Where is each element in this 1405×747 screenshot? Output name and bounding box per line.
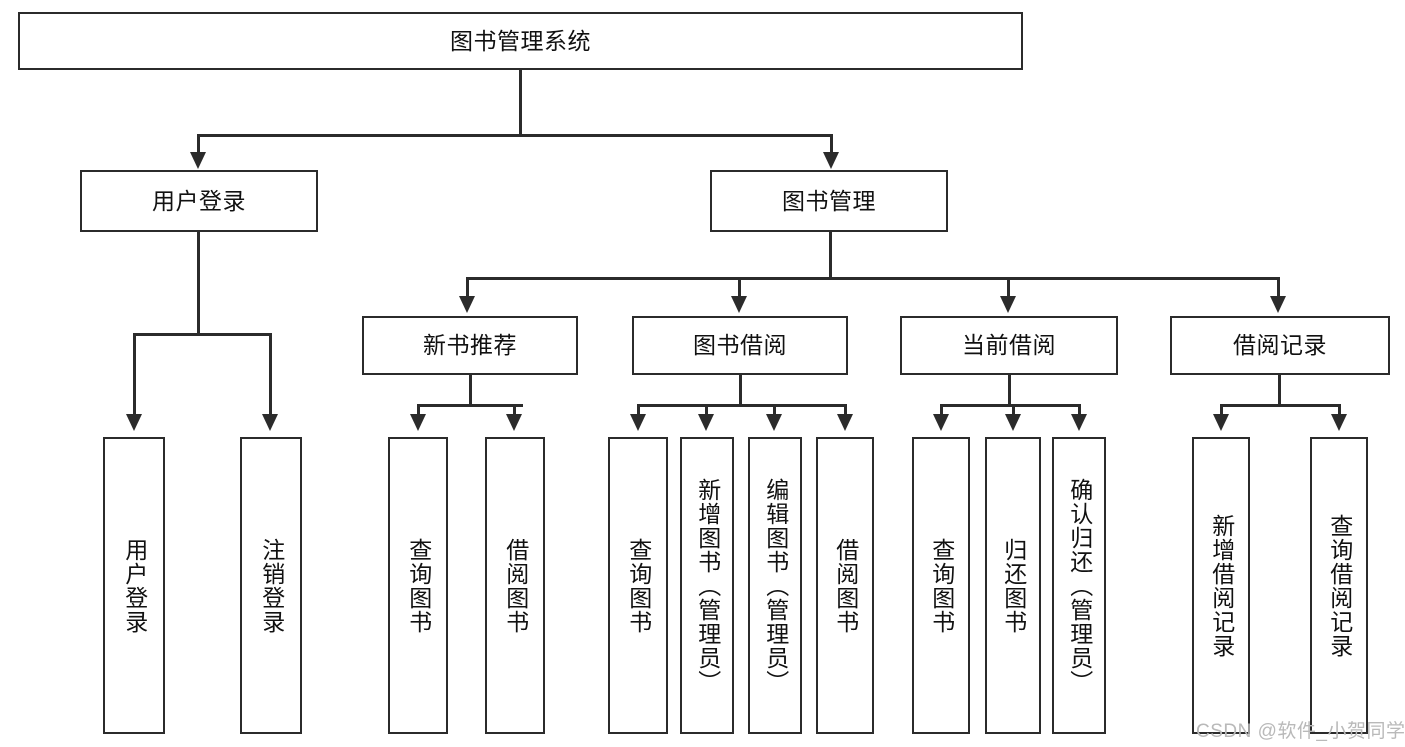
- arrow-to-leaf-query-book-2: [630, 414, 646, 431]
- connector-bb-drop-3: [773, 404, 776, 417]
- arrow-to-book-borrow: [731, 296, 747, 313]
- node-borrow-record[interactable]: 借阅记录: [1170, 316, 1390, 375]
- leaf-label: 用户登录: [121, 537, 148, 634]
- node-book-manage[interactable]: 图书管理: [710, 170, 948, 232]
- node-label: 图书管理系统: [450, 27, 591, 54]
- connector-br-bus: [1220, 404, 1339, 407]
- connector-user-login-stem: [197, 232, 200, 336]
- connector-bb-bus: [637, 404, 847, 407]
- leaf-label: 查询图书: [625, 537, 652, 634]
- arrow-to-leaf-edit-book: [766, 414, 782, 431]
- leaf-node-user-login[interactable]: 用户登录: [103, 437, 165, 734]
- leaf-label: 查询图书: [928, 537, 955, 634]
- leaf-node-query-book-current[interactable]: 查询图书: [912, 437, 970, 734]
- arrow-to-leaf-query-book-1: [410, 414, 426, 431]
- connector-nbr-stem: [469, 375, 472, 407]
- node-label: 借阅记录: [1233, 332, 1327, 359]
- arrow-to-leaf-user-logout: [262, 414, 278, 431]
- connector-bb-drop-2: [705, 404, 708, 417]
- arrow-to-book-manage: [823, 152, 839, 169]
- leaf-node-edit-book-admin[interactable]: 编辑图书（管理员）: [748, 437, 802, 734]
- leaf-label: 确认归还（管理员）: [1066, 477, 1093, 694]
- leaf-label: 借阅图书: [832, 537, 859, 634]
- node-label: 新书推荐: [423, 332, 517, 359]
- node-label: 用户登录: [152, 187, 246, 214]
- leaf-label: 新增图书（管理员）: [694, 477, 721, 694]
- connector-user-login-bus: [133, 333, 272, 336]
- arrow-to-leaf-confirm-return: [1071, 414, 1087, 431]
- connector-user-login-drop-2: [269, 333, 272, 417]
- connector-cb-drop-1: [940, 404, 943, 417]
- leaf-label: 新增借阅记录: [1208, 513, 1235, 658]
- leaf-node-query-book-borrow[interactable]: 查询图书: [608, 437, 668, 734]
- connector-book-manage-bus: [466, 277, 1280, 280]
- node-label: 图书管理: [782, 187, 876, 214]
- connector-nbr-bus: [417, 404, 523, 407]
- connector-cb-drop-2: [1012, 404, 1015, 417]
- node-root-system[interactable]: 图书管理系统: [18, 12, 1023, 70]
- connector-bm-drop-4: [1277, 277, 1280, 299]
- arrow-to-leaf-return-book: [1005, 414, 1021, 431]
- connector-cb-drop-3: [1078, 404, 1081, 417]
- connector-bb-stem: [739, 375, 742, 407]
- leaf-label: 编辑图书（管理员）: [762, 477, 789, 694]
- node-current-borrow[interactable]: 当前借阅: [900, 316, 1118, 375]
- leaf-label: 借阅图书: [502, 537, 529, 634]
- connector-cb-bus: [940, 404, 1080, 407]
- arrow-to-leaf-add-record: [1213, 414, 1229, 431]
- leaf-label: 注销登录: [258, 537, 285, 634]
- connector-bb-drop-1: [637, 404, 640, 417]
- leaf-label: 归还图书: [1000, 537, 1027, 634]
- leaf-node-query-book-recommend[interactable]: 查询图书: [388, 437, 448, 734]
- leaf-node-confirm-return-admin[interactable]: 确认归还（管理员）: [1052, 437, 1106, 734]
- arrow-to-leaf-borrow-book-2: [837, 414, 853, 431]
- connector-book-manage-stem: [829, 232, 832, 280]
- arrow-to-current-borrow: [1000, 296, 1016, 313]
- connector-br-drop-1: [1220, 404, 1223, 417]
- node-new-book-recommend[interactable]: 新书推荐: [362, 316, 578, 375]
- connector-root-drop-1: [197, 134, 200, 156]
- node-label: 图书借阅: [693, 332, 787, 359]
- arrow-to-leaf-user-login: [126, 414, 142, 431]
- connector-nbr-drop-1: [417, 404, 420, 417]
- arrow-to-user-login: [190, 152, 206, 169]
- connector-cb-stem: [1008, 375, 1011, 407]
- leaf-node-user-logout[interactable]: 注销登录: [240, 437, 302, 734]
- leaf-label: 查询图书: [405, 537, 432, 634]
- connector-root-bus: [197, 134, 833, 137]
- leaf-node-borrow-book-recommend[interactable]: 借阅图书: [485, 437, 545, 734]
- leaf-node-add-borrow-record[interactable]: 新增借阅记录: [1192, 437, 1250, 734]
- connector-nbr-drop-2: [513, 404, 516, 417]
- leaf-node-borrow-book[interactable]: 借阅图书: [816, 437, 874, 734]
- arrow-to-leaf-query-book-3: [933, 414, 949, 431]
- node-book-borrow[interactable]: 图书借阅: [632, 316, 848, 375]
- node-label: 当前借阅: [962, 332, 1056, 359]
- arrow-to-borrow-record: [1270, 296, 1286, 313]
- connector-br-drop-2: [1338, 404, 1341, 417]
- arrow-to-new-book-recommend: [459, 296, 475, 313]
- connector-br-stem: [1278, 375, 1281, 407]
- connector-root-stem: [519, 70, 522, 136]
- arrow-to-leaf-query-record: [1331, 414, 1347, 431]
- leaf-node-return-book[interactable]: 归还图书: [985, 437, 1041, 734]
- connector-user-login-drop-1: [133, 333, 136, 417]
- arrow-to-leaf-add-book: [698, 414, 714, 431]
- node-user-login[interactable]: 用户登录: [80, 170, 318, 232]
- connector-bm-drop-2: [738, 277, 741, 299]
- connector-bm-drop-3: [1007, 277, 1010, 299]
- arrow-to-leaf-borrow-book-1: [506, 414, 522, 431]
- connector-root-drop-2: [830, 134, 833, 156]
- leaf-label: 查询借阅记录: [1326, 513, 1353, 658]
- connector-bb-drop-4: [844, 404, 847, 417]
- connector-bm-drop-1: [466, 277, 469, 299]
- leaf-node-query-borrow-record[interactable]: 查询借阅记录: [1310, 437, 1368, 734]
- leaf-node-add-book-admin[interactable]: 新增图书（管理员）: [680, 437, 734, 734]
